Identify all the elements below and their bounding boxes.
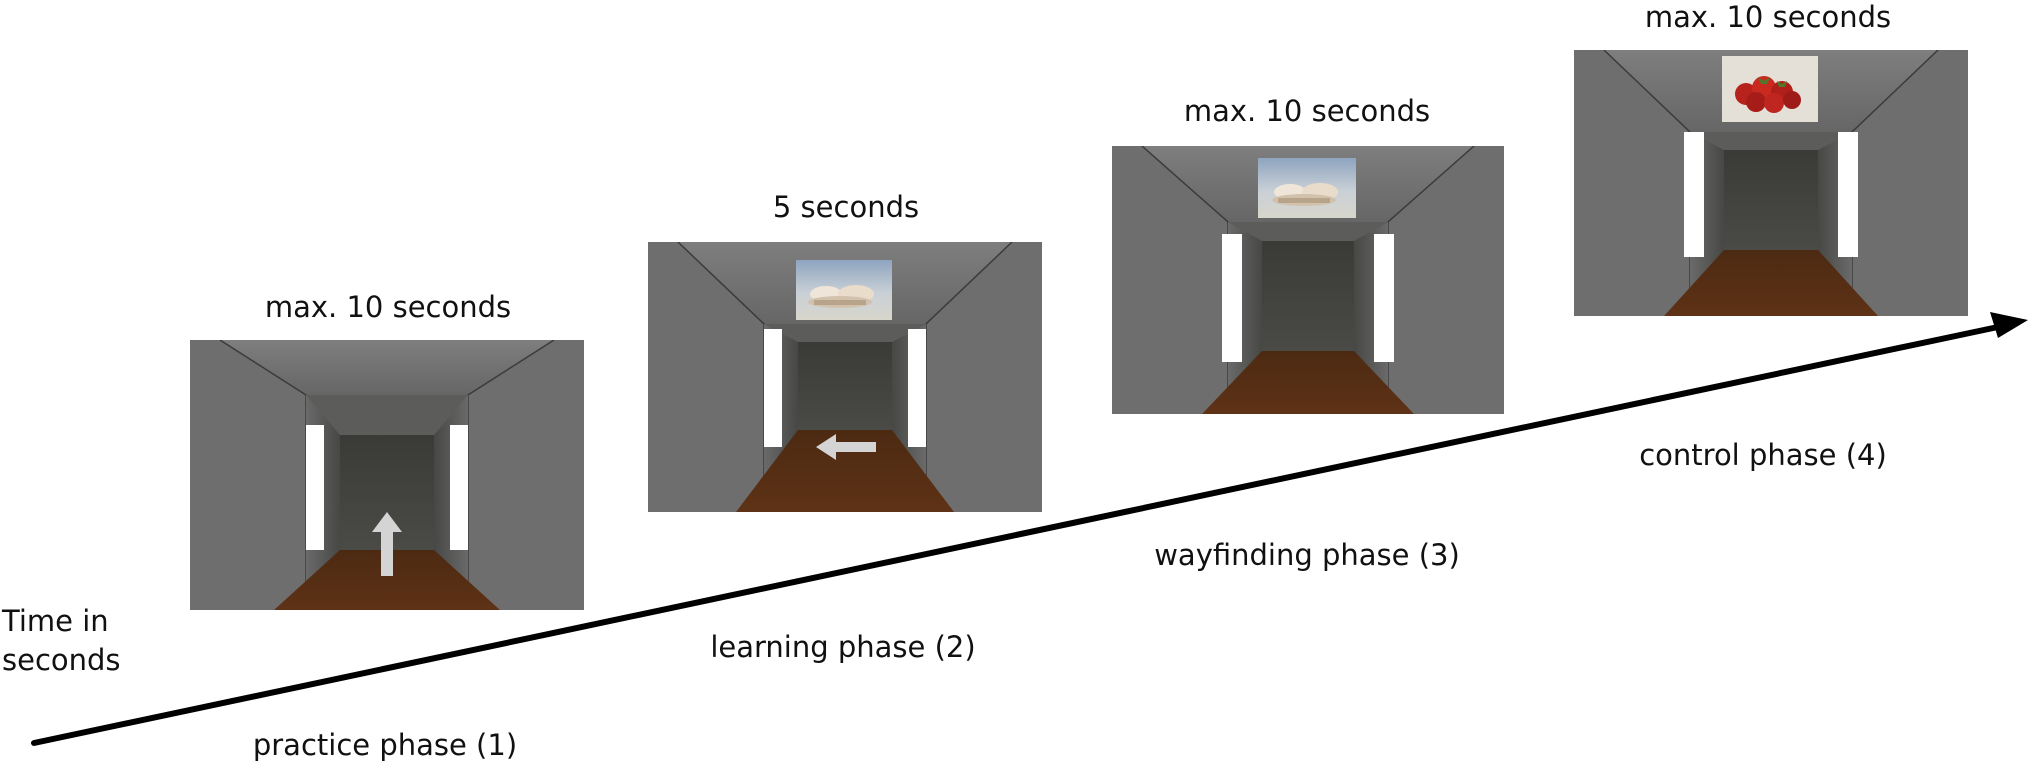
duration-label-learning: 5 seconds — [772, 190, 920, 224]
phase-label-learning: learning phase (2) — [710, 630, 976, 664]
door-left — [764, 329, 782, 447]
door-right — [1838, 132, 1858, 257]
door-right — [908, 329, 926, 447]
door-right — [1374, 234, 1394, 362]
door-left — [1222, 234, 1242, 362]
corridor-scene-practice — [190, 340, 584, 610]
phase-label-control: control phase (4) — [1639, 438, 1887, 472]
timeline-arrowhead — [1990, 312, 2028, 338]
shoes-picture — [796, 260, 892, 320]
phase-label-practice: practice phase (1) — [252, 728, 518, 762]
axis-label-line2: seconds — [2, 643, 121, 678]
arrow-left-icon — [816, 434, 876, 460]
door-left — [1684, 132, 1704, 257]
duration-label-practice: max. 10 seconds — [264, 290, 512, 324]
axis-label-line1: Time in — [2, 604, 109, 638]
door-right — [450, 425, 468, 550]
duration-label-control: max. 10 seconds — [1644, 0, 1892, 34]
duration-label-wayfinding: max. 10 seconds — [1183, 94, 1431, 128]
door-left — [306, 425, 324, 550]
shoes-picture — [1258, 158, 1356, 218]
axis-label: Time in seconds — [2, 602, 121, 680]
arrow-up-icon — [372, 512, 402, 576]
strawberries-picture — [1722, 56, 1818, 122]
phase-label-wayfinding: wayfinding phase (3) — [1154, 538, 1460, 572]
timeline-line — [31, 324, 2001, 746]
corridor-scene-control — [1574, 50, 1968, 316]
corridor-scene-wayfinding — [1112, 146, 1504, 414]
corridor-scene-learning — [648, 242, 1042, 512]
